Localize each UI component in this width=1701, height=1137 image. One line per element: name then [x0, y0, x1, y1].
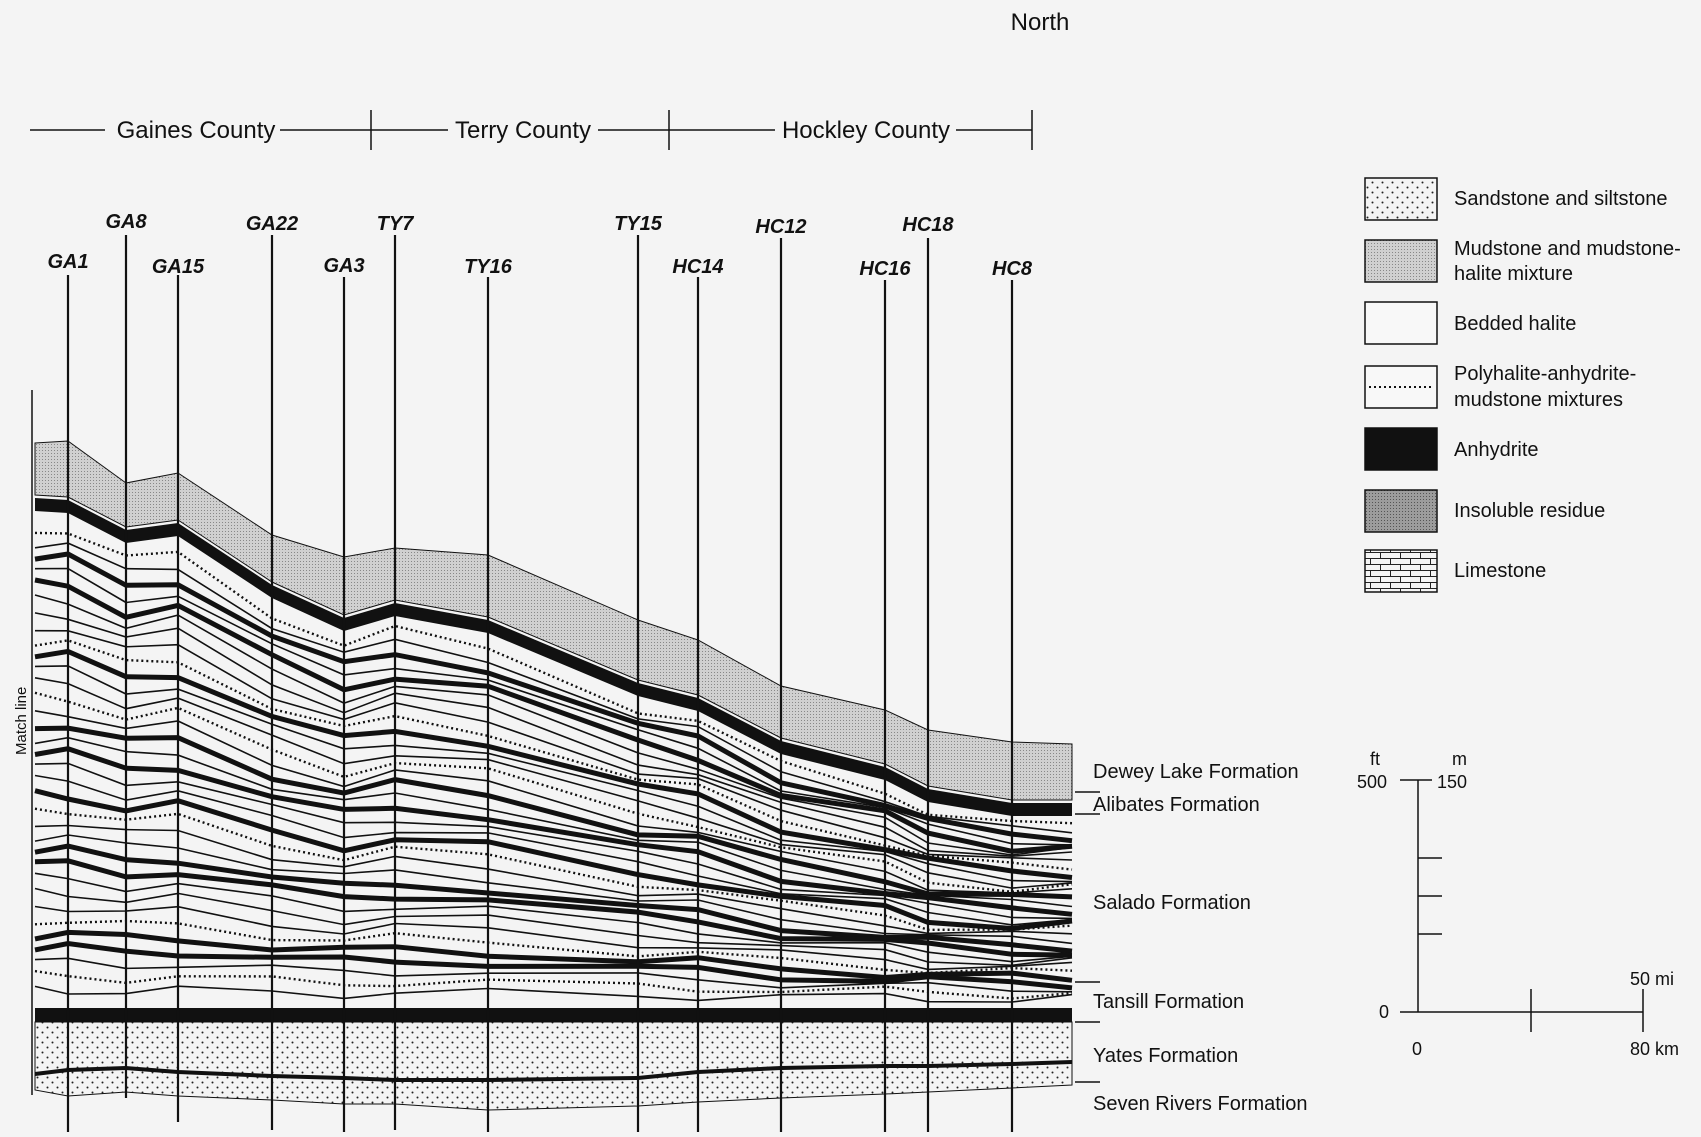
well-ga8: GA8 [105, 211, 147, 1098]
scale-km-label: 80 km [1630, 1039, 1679, 1059]
well-hc12: HC12 [755, 216, 807, 1132]
well-hc16: HC16 [859, 258, 911, 1132]
formation-salado: Salado Formation [1093, 892, 1251, 914]
legend-label-sandstone: Sandstone and siltstone [1454, 188, 1668, 210]
well-label: GA22 [246, 213, 298, 235]
scale-mi-label: 50 mi [1630, 969, 1674, 989]
legend-label-polyhalite-line1: Polyhalite-anhydrite- [1454, 363, 1636, 385]
scale-ft-unit: ft [1370, 749, 1380, 769]
legend-swatch-insoluble [1364, 489, 1438, 533]
well-ty16: TY16 [464, 256, 513, 1132]
well-hc14: HC14 [672, 256, 724, 1132]
well-label: HC16 [859, 258, 911, 280]
legend-swatch-limestone [1364, 549, 1438, 593]
match-line-label: Match line [13, 687, 30, 755]
legend-label-mudstone-line1: Mudstone and mudstone- [1454, 238, 1681, 260]
legend-swatch-halite [1364, 301, 1438, 345]
county-label-terry: Terry County [455, 117, 591, 144]
county-label-hockley: Hockley County [782, 117, 950, 144]
formation-labels: Dewey Lake Formation Alibates Formation … [1075, 761, 1308, 1115]
well-label: GA15 [152, 256, 205, 278]
well-label: GA1 [47, 251, 88, 273]
anhydrite-layer [35, 498, 1072, 816]
legend-swatch-sandstone [1364, 177, 1438, 221]
formation-seven-rivers: Seven Rivers Formation [1093, 1093, 1308, 1115]
well-ga22: GA22 [246, 213, 298, 1130]
scale-m-top: 150 [1437, 772, 1467, 792]
legend-label-anhydrite: Anhydrite [1454, 439, 1539, 461]
well-label: GA3 [323, 255, 364, 277]
legend-label-limestone: Limestone [1454, 560, 1546, 582]
well-label: HC12 [755, 216, 806, 238]
horizontal-scale: 50 mi 0 80 km [1412, 969, 1679, 1059]
salado-bed [34, 531, 1073, 825]
legend-label-mudstone-line2: halite mixture [1454, 263, 1573, 285]
salado-bed [34, 985, 1073, 1003]
salado-bed [34, 969, 1073, 1000]
well-label: GA8 [105, 211, 147, 233]
well-ga3: GA3 [323, 255, 365, 1132]
legend-label-halite: Bedded halite [1454, 313, 1576, 335]
legend-label-polyhalite-line2: mudstone mixtures [1454, 389, 1623, 411]
formation-yates: Yates Formation [1093, 1045, 1238, 1067]
well-label: TY7 [377, 213, 415, 235]
scale-zero-vertical: 0 [1379, 1002, 1389, 1022]
well-label: TY15 [614, 213, 663, 235]
north-label: North [1011, 9, 1070, 36]
well-label: HC14 [672, 256, 723, 278]
scale-zero-horizontal: 0 [1412, 1039, 1422, 1059]
well-ga1: GA1 [47, 251, 89, 1132]
mudstone-layer [34, 440, 1073, 801]
vertical-scale: ft m 500 150 0 [1357, 749, 1467, 1022]
formation-tansill: Tansill Formation [1093, 991, 1244, 1013]
legend-swatch-anhydrite [1364, 427, 1438, 471]
salado-bed [34, 807, 1073, 932]
legend: Sandstone and siltstone Mudstone and mud… [1364, 177, 1681, 593]
scale-m-unit: m [1452, 749, 1467, 769]
well-hc8: HC8 [992, 258, 1033, 1132]
formation-dewey-lake: Dewey Lake Formation [1093, 761, 1299, 783]
anhydrite-base [35, 1008, 1072, 1022]
well-ga15: GA15 [152, 256, 205, 1122]
scale-ft-top: 500 [1357, 772, 1387, 792]
county-label-gaines: Gaines County [117, 117, 276, 144]
legend-swatch-mudstone [1364, 239, 1438, 283]
well-label: HC18 [902, 214, 954, 236]
county-bar: Gaines County Terry County Hockley Count… [30, 110, 1033, 150]
well-label: HC8 [992, 258, 1033, 280]
formation-alibates: Alibates Formation [1093, 794, 1260, 816]
well-ty15: TY15 [614, 213, 663, 1132]
legend-label-insoluble: Insoluble residue [1454, 500, 1605, 522]
well-hc18: HC18 [902, 214, 954, 1132]
salado-bed [34, 639, 1073, 871]
well-label: TY16 [464, 256, 513, 278]
well-ty7: TY7 [377, 213, 415, 1130]
